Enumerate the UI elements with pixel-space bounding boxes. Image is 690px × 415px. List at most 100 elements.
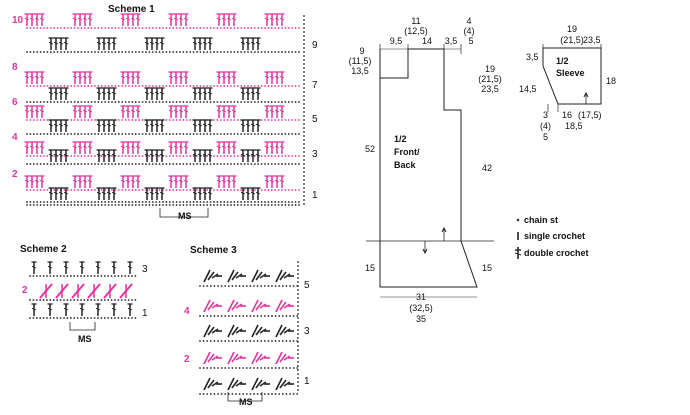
- double-crochet-stitch: [34, 145, 40, 149]
- chain-stitch: [39, 101, 42, 103]
- chain-stitch: [202, 133, 205, 135]
- chain-stitch: [235, 315, 237, 317]
- scheme-1-row-label: 9: [312, 40, 318, 51]
- scheme-3-row-label: 3: [304, 326, 310, 337]
- chain-stitch: [297, 269, 299, 271]
- chain-stitch: [46, 85, 49, 87]
- chain-stitch: [297, 389, 299, 391]
- chain-stitch: [77, 201, 79, 203]
- chain-stitch: [151, 85, 154, 87]
- chain-stitch: [56, 189, 59, 191]
- double-crochet-stitch: [192, 123, 198, 127]
- chain-stitch: [297, 369, 299, 371]
- double-crochet-stitch: [101, 191, 107, 195]
- chain-stitch: [56, 51, 59, 53]
- chain-stitch: [59, 317, 62, 319]
- chain-stitch: [73, 27, 76, 29]
- shell-stitch: [235, 328, 243, 334]
- double-crochet-stitch: [207, 91, 213, 95]
- chain-stitch: [270, 27, 273, 29]
- chain-stitch: [70, 27, 73, 29]
- double-crochet-stitch: [106, 41, 112, 45]
- chain-stitch: [148, 189, 151, 191]
- chain-stitch: [104, 201, 107, 203]
- double-crochet-stitch: [130, 75, 136, 79]
- chain-stitch: [281, 367, 284, 369]
- fb-armhole: 19: [485, 64, 495, 74]
- chain-stitch: [158, 163, 161, 165]
- chain-stitch: [70, 189, 73, 191]
- chain-stitch: [127, 299, 130, 301]
- double-crochet-stitch: [279, 109, 285, 113]
- chain-stitch: [206, 101, 209, 103]
- chain-stitch: [80, 201, 83, 203]
- chain-stitch: [245, 285, 248, 287]
- chain-stitch: [124, 133, 127, 135]
- chain-stitch: [49, 317, 52, 319]
- chain-stitch: [77, 133, 79, 135]
- chain-stitch: [236, 85, 239, 87]
- double-crochet-stitch: [87, 179, 93, 183]
- chain-stitch: [131, 85, 134, 87]
- chain-stitch: [236, 119, 239, 121]
- chain-stitch: [243, 51, 246, 53]
- double-crochet-stitch: [72, 17, 78, 21]
- chain-stitch: [145, 133, 147, 135]
- chain-stitch: [192, 163, 195, 165]
- chain-stitch: [189, 119, 192, 121]
- chain-stitch: [148, 51, 151, 53]
- double-crochet-stitch: [96, 123, 102, 127]
- chain-stitch: [270, 85, 273, 87]
- chain-stitch: [168, 119, 171, 121]
- chain-stitch: [148, 204, 151, 206]
- chain-stitch: [294, 155, 297, 157]
- double-crochet-stitch: [144, 153, 150, 157]
- chain-stitch: [292, 367, 295, 369]
- chain-stitch: [70, 119, 73, 121]
- chain-stitch: [100, 201, 103, 203]
- chain-stitch: [43, 163, 45, 165]
- chain-stitch: [216, 204, 219, 206]
- chain-stitch: [274, 189, 277, 191]
- chain-stitch: [274, 51, 277, 53]
- double-crochet-stitch: [197, 153, 203, 157]
- chain-stitch: [233, 204, 236, 206]
- chain-stitch: [227, 340, 230, 342]
- chain-stitch: [39, 119, 42, 121]
- chain-stitch: [26, 101, 28, 103]
- double-crochet-stitch: [63, 307, 69, 311]
- chain-stitch: [296, 393, 299, 395]
- chain-stitch: [236, 189, 239, 191]
- chain-stitch: [260, 189, 263, 191]
- chain-stitch: [131, 163, 134, 165]
- chain-stitch: [145, 201, 147, 203]
- chain-stitch: [104, 101, 107, 103]
- chain-stitch: [56, 299, 59, 301]
- double-crochet-stitch: [48, 191, 54, 195]
- scheme-1-row-label: 7: [312, 80, 318, 91]
- chain-stitch: [223, 155, 226, 157]
- double-crochet-stitch: [77, 109, 83, 113]
- double-crochet-stitch: [173, 179, 179, 183]
- chain-stitch: [128, 204, 130, 206]
- double-crochet-stitch: [168, 179, 174, 183]
- chain-stitch: [206, 51, 209, 53]
- chain-stitch: [168, 51, 171, 53]
- chain-stitch: [117, 299, 120, 301]
- chain-stitch: [100, 189, 103, 191]
- chain-stitch: [70, 101, 73, 103]
- chain-stitch: [284, 133, 287, 135]
- chain-stitch: [121, 163, 124, 165]
- chain-stitch: [253, 340, 255, 342]
- chain-stitch: [296, 315, 299, 317]
- chain-stitch: [298, 133, 300, 135]
- chain-stitch: [172, 189, 175, 191]
- chain-stitch: [189, 155, 192, 157]
- chain-stitch: [124, 163, 127, 165]
- chain-stitch: [52, 275, 55, 277]
- chain-stitch: [100, 204, 103, 206]
- chain-stitch: [202, 27, 205, 29]
- chain-stitch: [100, 133, 103, 135]
- chain-stitch: [303, 79, 305, 81]
- chain-stitch: [36, 155, 39, 157]
